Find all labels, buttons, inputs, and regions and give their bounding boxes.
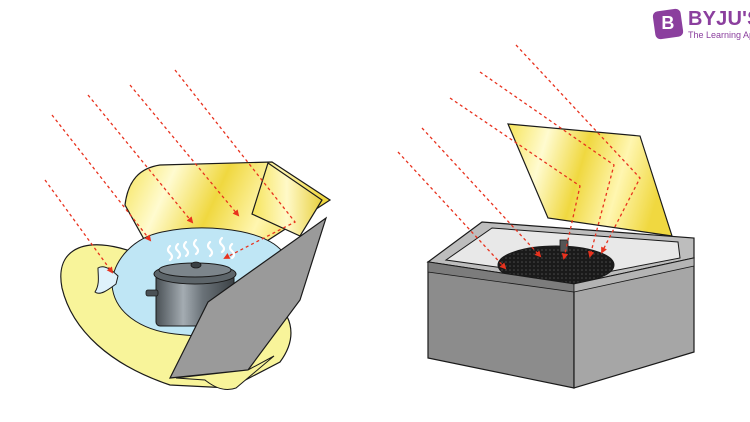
yellow-reflector-bottom [175, 355, 275, 391]
logo-badge-letter: B [661, 13, 675, 34]
logo-tagline: The Learning App [688, 30, 750, 40]
mirror-reflector [507, 123, 673, 237]
steam [166, 236, 236, 262]
ray-9 [479, 71, 615, 258]
logo-name: BYJU'S [688, 8, 750, 30]
ray-10 [515, 44, 641, 254]
box-side-lip [573, 257, 695, 293]
logo-badge-icon: B [652, 8, 684, 40]
box-cooker [397, 44, 695, 389]
ray-2 [51, 114, 152, 242]
panel-cooker-rays [44, 69, 296, 274]
ray-8 [449, 97, 581, 260]
ray-7 [421, 127, 542, 258]
ray-6 [397, 151, 507, 270]
box-cooker-rays [397, 44, 641, 270]
ray-5 [174, 69, 296, 259]
ray-4 [129, 84, 240, 217]
panel-cooker [44, 69, 332, 391]
byjus-logo: B BYJU'S The Learning App [652, 8, 750, 42]
ray-1 [44, 179, 114, 274]
